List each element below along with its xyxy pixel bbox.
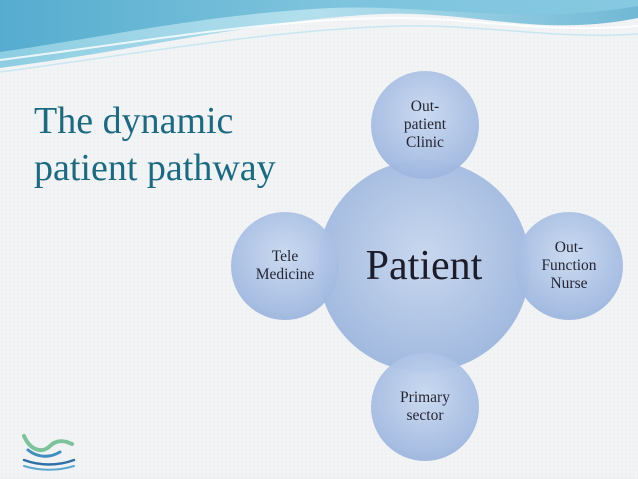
node-outpatient-clinic: Out- patient Clinic (371, 71, 479, 179)
node-label-left: Tele Medicine (255, 248, 315, 283)
node-tele-medicine: Tele Medicine (231, 212, 339, 320)
center-node-label: Patient (365, 243, 483, 289)
node-label-bottom: Primary sector (400, 389, 450, 424)
slide-title-line-2: patient pathway (34, 147, 276, 189)
header-wave-decoration (0, 0, 638, 73)
slide-title-line-1: The dynamic (34, 100, 234, 142)
node-label-right: Out- Function Nurse (541, 239, 597, 292)
node-outfunction-nurse: Out- Function Nurse (515, 212, 623, 320)
wave-logo-icon (22, 434, 76, 471)
slide-title: The dynamic patient pathway (34, 98, 334, 192)
node-primary-sector: Primary sector (371, 353, 479, 461)
node-label-top: Out- patient Clinic (403, 98, 447, 151)
center-node-patient: Patient (318, 160, 530, 372)
